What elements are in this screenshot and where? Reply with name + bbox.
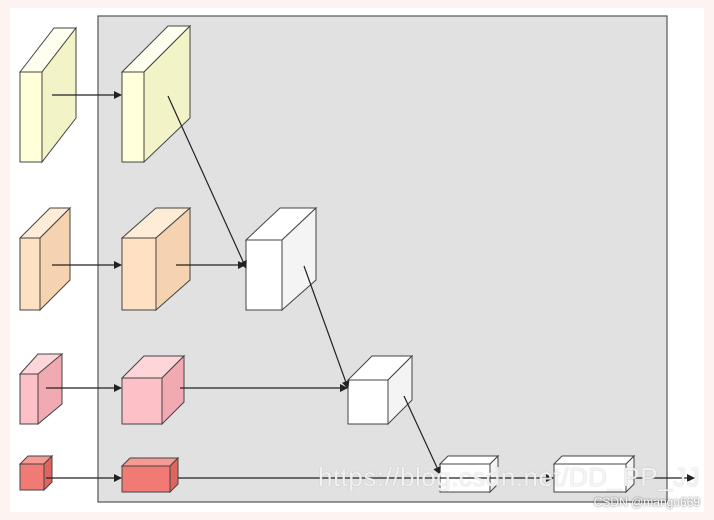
lateral-block-level1 bbox=[120, 24, 192, 164]
merged-block-1 bbox=[244, 206, 318, 312]
watermark-text: https://blog.csdn.net/DD_PP_JJ bbox=[318, 462, 701, 492]
input-block-level4 bbox=[18, 454, 54, 492]
merged-block-2 bbox=[346, 354, 414, 426]
input-block-level2 bbox=[18, 206, 72, 312]
lateral-block-level4 bbox=[120, 456, 180, 494]
credit-text: CSDN @mango669 bbox=[593, 495, 700, 509]
arrow-level1-to-merge1 bbox=[167, 95, 247, 269]
output-block bbox=[552, 454, 636, 494]
input-block-level1 bbox=[18, 26, 78, 164]
arrow-merge2-to-merge3 bbox=[403, 395, 441, 475]
lateral-block-level2 bbox=[120, 206, 192, 312]
input-block-level3 bbox=[18, 352, 64, 426]
arrow-merge1-to-merge2 bbox=[303, 265, 350, 389]
lateral-block-level3 bbox=[120, 354, 186, 426]
